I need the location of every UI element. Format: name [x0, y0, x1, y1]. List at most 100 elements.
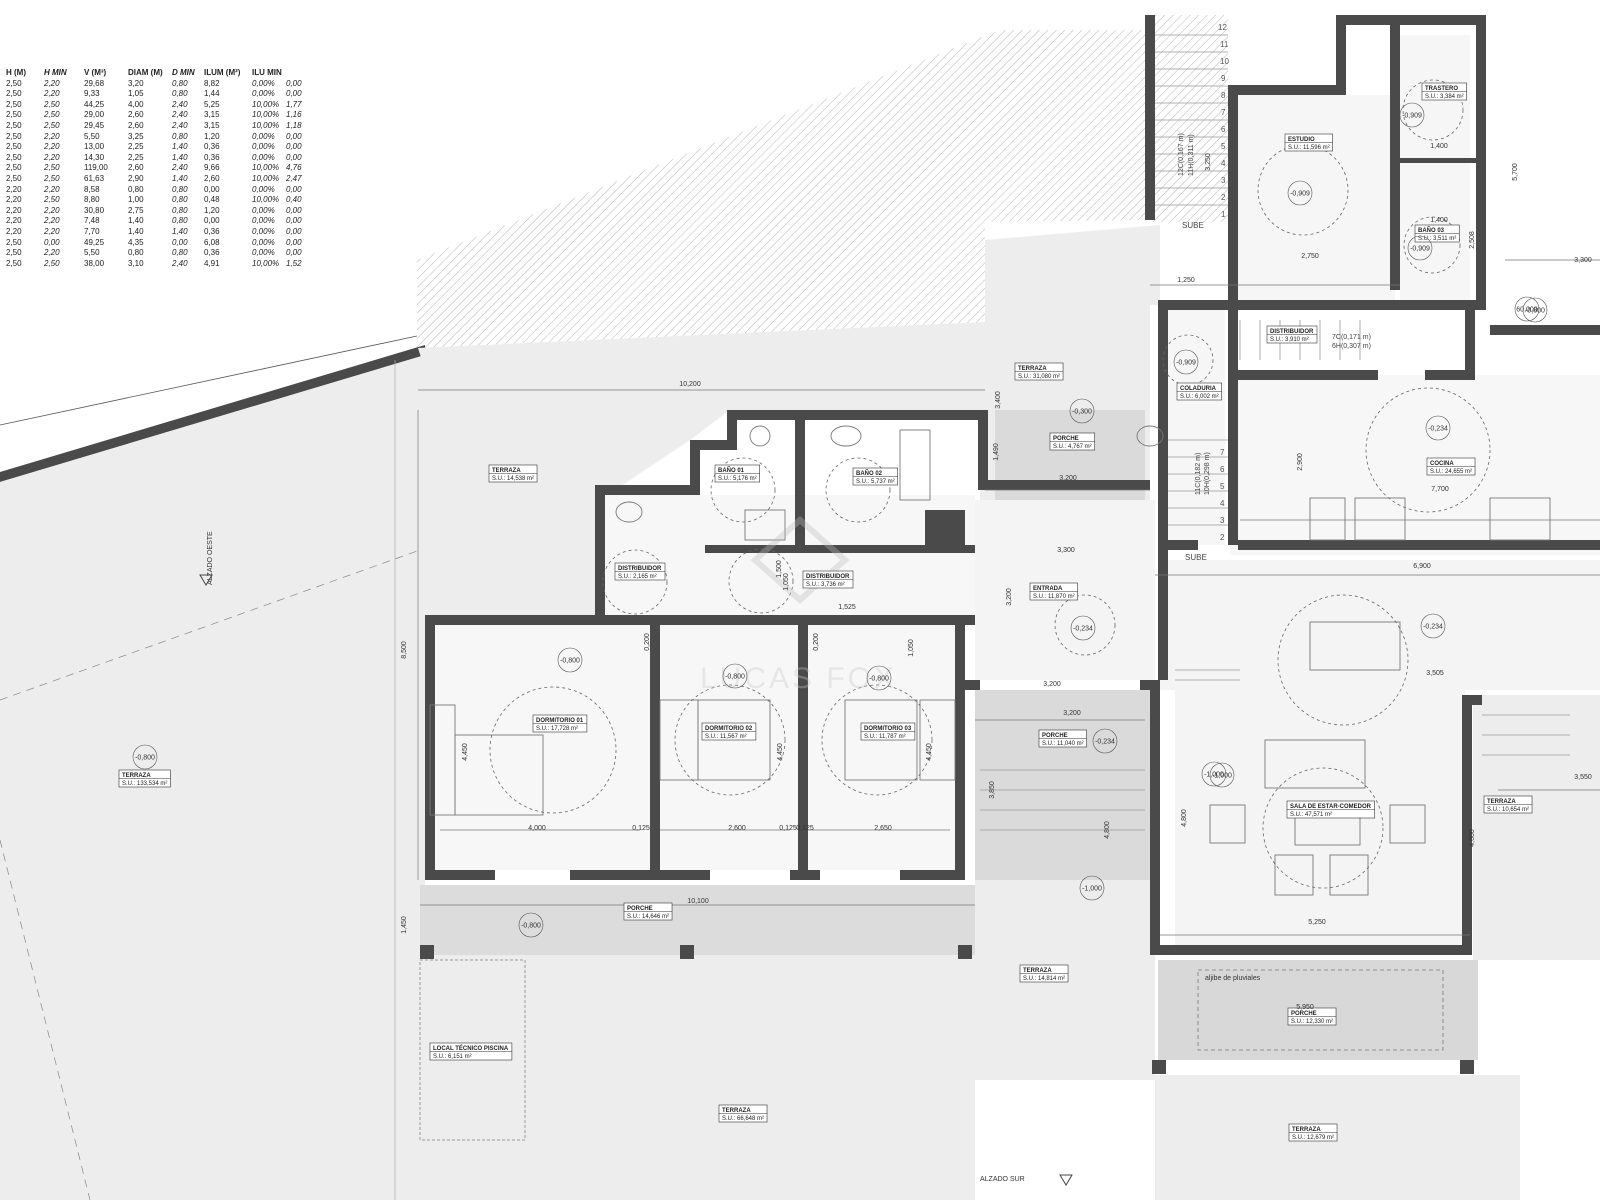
dimension-label: 3,505	[1426, 670, 1444, 677]
table-cell: 10,00%	[252, 99, 280, 109]
table-cell: 0,80	[172, 78, 188, 88]
room-name: DORMITORIO 01	[536, 718, 584, 724]
table-cell: 61,63	[84, 173, 105, 183]
room-area: S.U.: 11,787 m²	[864, 734, 906, 740]
table-cell: 4,76	[286, 163, 302, 173]
table-cell: 2,20	[44, 142, 60, 152]
table-cell: 0,00	[286, 142, 302, 152]
table-cell: 2,50	[6, 89, 22, 99]
room-label-dormitorio01: DORMITORIO 01S.U.: 17,728 m²	[532, 714, 588, 733]
room-area: S.U.: 3,910 m²	[1270, 337, 1309, 343]
room-name: DORMITORIO 02	[705, 726, 753, 732]
room-name: TERRAZA	[722, 1108, 751, 1114]
level-markers: -0,909-0,909-0,909-0,909-0,234-0,300-0,8…	[132, 102, 1548, 938]
level-marker: -0,234	[1073, 626, 1093, 633]
terrace-north	[418, 225, 1160, 620]
slope-hatch	[417, 30, 1145, 348]
dimension-label: 3,400	[995, 391, 1002, 409]
dimension-label: 4,450	[462, 743, 469, 761]
dimension-label: 0,125	[632, 825, 650, 832]
svg-text:5: 5	[1220, 482, 1225, 491]
table-cell: 2,50	[6, 163, 22, 173]
table-cell: 2,50	[44, 99, 60, 109]
level-marker-circle	[1209, 762, 1235, 788]
dimension-label: 4,800	[1104, 821, 1111, 839]
table-cell: 1,40	[172, 142, 188, 152]
table-cell: 119,00	[84, 163, 108, 173]
table-cell: 2,20	[44, 226, 60, 236]
room-name: PORCHE	[627, 906, 653, 912]
level-marker-circle	[866, 665, 892, 691]
table-cell: 0,80	[172, 216, 188, 226]
col-header: ILU MIN	[252, 68, 282, 77]
dimension-label: 4,600	[1469, 829, 1476, 847]
table-cell: 1,77	[286, 99, 302, 109]
room-name: TERRAZA	[122, 773, 151, 779]
table-cell: 3,15	[204, 120, 220, 130]
level-marker-circle	[722, 663, 748, 689]
table-cell: 3,10	[128, 258, 144, 268]
table-cell: 0,48	[204, 195, 220, 205]
table-cell: 1,20	[204, 205, 220, 215]
room-area: S.U.: 3,511 m²	[1418, 236, 1456, 242]
furniture	[429, 425, 1551, 896]
table-cell: 2,50	[44, 110, 60, 120]
svg-text:4: 4	[1220, 499, 1225, 508]
room-name: PORCHE	[1042, 733, 1068, 739]
dimension-label: 1,500	[776, 560, 783, 578]
room-area: S.U.: 5,737 m²	[856, 479, 895, 485]
table-cell: 10,00%	[252, 120, 280, 130]
level-marker-circle	[557, 647, 583, 673]
table-cell: 1,05	[128, 89, 144, 99]
table-cell: 2,20	[44, 152, 60, 162]
table-cell: 0,80	[128, 248, 144, 258]
room-name: DISTRIBUIDOR	[806, 574, 850, 580]
stair-up-label: SUBE	[1185, 553, 1207, 562]
table-cell: 10,00%	[252, 110, 280, 120]
dimension-label: 2,650	[874, 825, 892, 832]
table-cell: 2,50	[44, 163, 60, 173]
room-label-bano01: BAÑO 01S.U.: 5,176 m²	[714, 464, 760, 483]
room-name: TRASTERO	[1425, 86, 1458, 92]
table-cell: 0,00	[286, 89, 302, 99]
site-boundary	[0, 345, 425, 482]
level-marker-circle	[1407, 235, 1433, 261]
table-cell: 1,40	[128, 216, 144, 226]
table-cell: 2,50	[6, 99, 22, 109]
level-marker: -0,234	[1428, 426, 1448, 433]
table-cell: 1,16	[286, 110, 302, 120]
dimension-label: 3,200	[1063, 710, 1081, 717]
col-header: H (M)	[6, 68, 26, 77]
table-cell: 2,50	[6, 237, 22, 247]
table-cell: 2,20	[44, 78, 60, 88]
room-name: TERRAZA	[1023, 968, 1052, 974]
room-name: TERRAZA	[1292, 1127, 1321, 1133]
room-name: DISTRIBUIDOR	[618, 566, 662, 572]
level-marker: -0,800	[869, 676, 889, 683]
table-cell: 2,50	[44, 120, 60, 130]
room-area: S.U.: 133,534 m²	[122, 781, 167, 787]
room-area: S.U.: 11,870 m²	[1033, 594, 1075, 600]
table-cell: 0,36	[204, 226, 220, 236]
table-cell: 8,80	[84, 195, 100, 205]
dimension-label: 4,450	[777, 743, 784, 761]
dimension-label: 6,900	[1413, 563, 1431, 570]
room-name: COLADURIA	[1180, 386, 1217, 392]
dimension-label: 2,508	[1469, 231, 1476, 249]
dimension-label: 7,700	[1431, 486, 1449, 493]
table-cell: 2,40	[172, 110, 188, 120]
table-cell: 2,50	[6, 78, 22, 88]
room-area: S.U.: 14,538 m²	[492, 476, 534, 482]
table-cell: 0,80	[172, 205, 188, 215]
level-marker: -0,909	[1402, 113, 1422, 120]
room-area: S.U.: 12,679 m²	[1292, 1135, 1334, 1141]
